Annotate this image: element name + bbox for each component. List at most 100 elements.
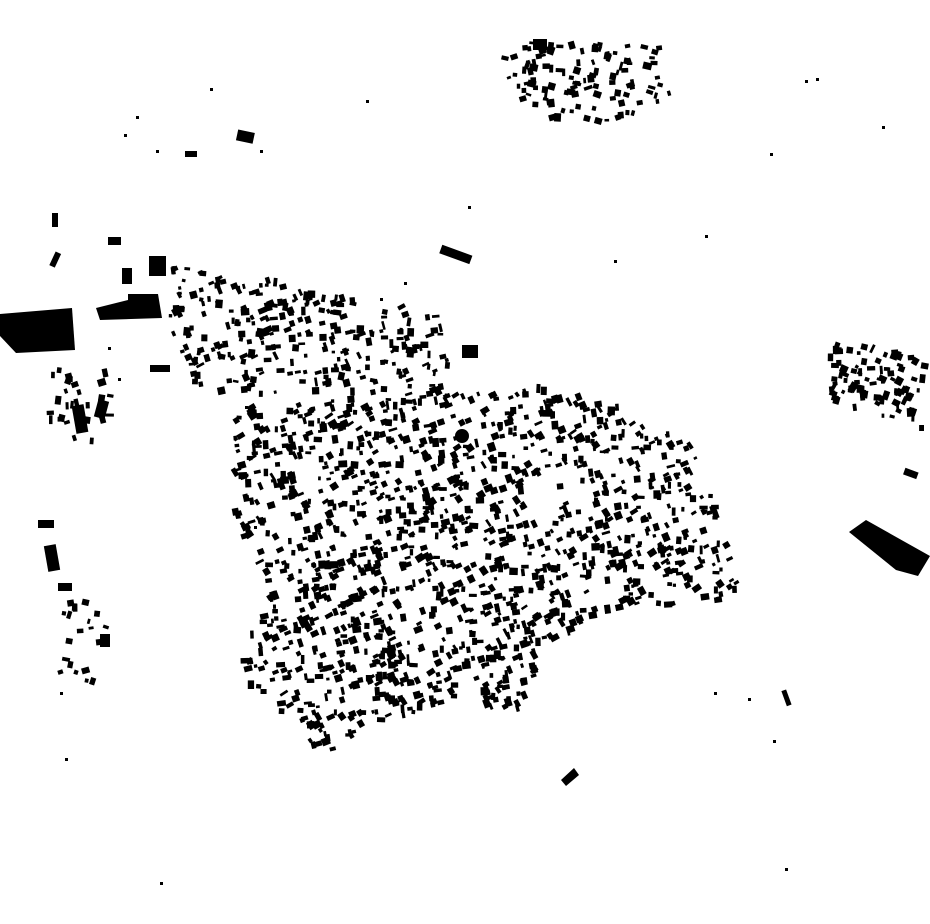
building [67, 660, 74, 669]
building [304, 557, 311, 564]
building [648, 440, 656, 446]
building [282, 645, 290, 651]
building [414, 469, 422, 477]
building [523, 636, 528, 640]
building [280, 666, 288, 674]
building [678, 488, 684, 493]
building [283, 326, 292, 334]
building [840, 389, 846, 395]
building [395, 461, 404, 469]
building [95, 638, 104, 646]
building [608, 559, 616, 568]
building [314, 740, 323, 748]
building [666, 503, 672, 509]
building [702, 543, 710, 550]
building [569, 527, 576, 535]
building [81, 598, 90, 607]
building [580, 477, 585, 484]
building [363, 631, 370, 638]
building [447, 587, 457, 597]
building [69, 377, 73, 383]
building [877, 374, 888, 383]
building [513, 698, 522, 708]
building [357, 510, 366, 517]
building [497, 527, 507, 535]
building [578, 455, 584, 463]
building [556, 425, 567, 435]
building [279, 568, 288, 574]
building [269, 472, 277, 482]
building [550, 394, 560, 404]
building [365, 364, 370, 371]
building [213, 341, 222, 350]
building [503, 563, 507, 570]
building [46, 410, 55, 416]
building [342, 378, 351, 388]
building [557, 617, 566, 628]
building [322, 367, 329, 375]
building [461, 586, 466, 593]
building [118, 378, 121, 381]
building [270, 618, 274, 624]
building [649, 485, 655, 490]
building [312, 299, 321, 307]
building [481, 680, 490, 689]
building [460, 432, 466, 438]
building [317, 727, 323, 733]
building [376, 717, 386, 723]
building [463, 565, 472, 574]
building [625, 81, 636, 89]
building [265, 577, 273, 584]
building [339, 610, 348, 616]
building [216, 386, 226, 396]
building [299, 606, 306, 614]
building [509, 567, 518, 576]
building [390, 545, 398, 553]
building [324, 561, 332, 570]
building [188, 290, 198, 300]
building [313, 436, 323, 443]
building [660, 557, 670, 566]
building [356, 586, 364, 594]
building [652, 522, 661, 532]
building [462, 345, 478, 358]
building [397, 303, 406, 311]
building [544, 463, 551, 468]
building [326, 677, 330, 681]
building [293, 688, 301, 697]
building [411, 417, 421, 426]
building [393, 444, 399, 450]
building [240, 522, 251, 532]
building [247, 680, 255, 690]
building [522, 388, 528, 397]
building [302, 614, 311, 622]
building [507, 394, 514, 401]
building [418, 526, 426, 533]
building [329, 309, 336, 315]
building [338, 460, 348, 468]
building [333, 673, 344, 683]
building [108, 347, 111, 350]
building [454, 494, 464, 504]
building [394, 659, 402, 665]
building [401, 367, 410, 376]
building [575, 610, 580, 616]
building [513, 618, 518, 625]
building [136, 116, 139, 119]
building [253, 437, 263, 447]
building [272, 277, 278, 287]
building [430, 327, 439, 334]
building [596, 405, 603, 414]
building [352, 575, 358, 581]
building [526, 429, 535, 439]
building [520, 568, 526, 577]
building [411, 405, 417, 412]
building [280, 618, 287, 623]
building [864, 376, 870, 383]
building [365, 355, 371, 361]
building [367, 559, 371, 565]
building [480, 590, 488, 596]
building [263, 425, 271, 434]
building [663, 601, 673, 608]
building [428, 386, 438, 394]
